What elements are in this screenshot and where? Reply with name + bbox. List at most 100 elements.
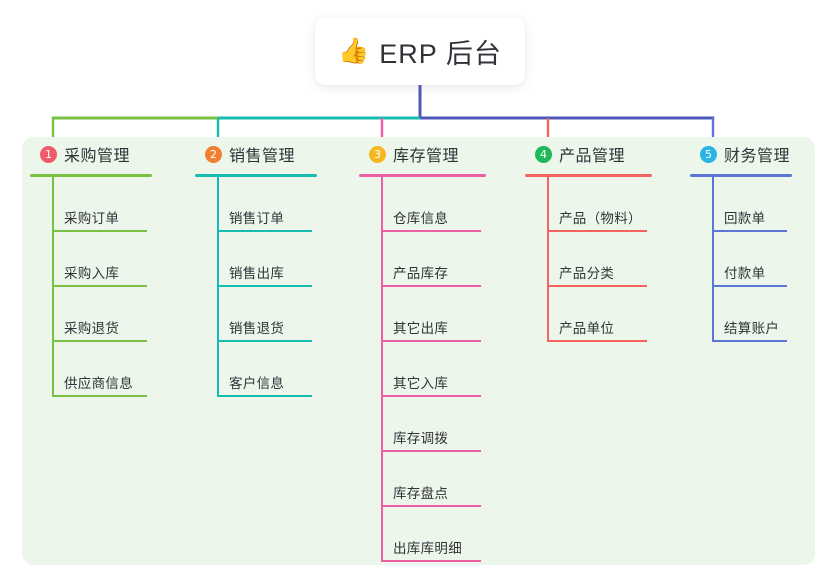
branch-item[interactable]: 库存调拨 <box>359 397 514 452</box>
branch-title-4: 产品管理 <box>559 148 626 165</box>
branch-item-label: 产品分类 <box>559 266 615 281</box>
branch-spine-1 <box>52 177 54 397</box>
branch-item[interactable]: 产品分类 <box>525 232 680 287</box>
branch-item-rule <box>381 285 481 287</box>
branch-item-rule <box>547 230 647 232</box>
branch-item-label: 销售出库 <box>229 266 285 281</box>
branch-title-1: 采购管理 <box>64 148 131 165</box>
branch-item-label: 出库库明细 <box>393 541 462 556</box>
branch-item[interactable]: 出库库明细 <box>359 507 514 562</box>
branch-spine-3 <box>381 177 383 562</box>
branch-item[interactable]: 仓库信息 <box>359 177 514 232</box>
branch-badge-3: 3 <box>369 145 386 163</box>
branch-item-label: 产品单位 <box>559 321 615 336</box>
branch-header-5[interactable]: 5 财务管理 <box>690 137 820 171</box>
branch-item-rule <box>52 285 147 287</box>
branch-item-label: 采购订单 <box>64 211 120 226</box>
branch-item-label: 产品（物料） <box>559 211 642 226</box>
branch-header-rule-1 <box>30 174 152 177</box>
branch-item-label: 库存盘点 <box>393 486 449 501</box>
branch-item-rule <box>52 340 147 342</box>
branch-item-rule <box>381 450 481 452</box>
branch-item-rule <box>712 230 787 232</box>
thumbs-up-icon: 👍 <box>338 37 370 65</box>
branch-spine-5 <box>712 177 714 342</box>
branch-items-4: 产品（物料） 产品分类产品单位 <box>525 177 680 342</box>
branch-item[interactable]: 回款单 <box>690 177 820 232</box>
branch-title-5: 财务管理 <box>724 148 791 165</box>
branch-header-3[interactable]: 3 库存管理 <box>359 137 514 171</box>
branch-item-label: 回款单 <box>724 211 766 226</box>
branch-item-label: 采购退货 <box>64 321 120 336</box>
branch-item-label: 库存调拨 <box>393 431 449 446</box>
branch-item[interactable]: 采购订单 <box>30 177 180 232</box>
branch-items-3: 仓库信息产品库存其它出库其它入库库存调拨库存盘点出库库明细 <box>359 177 514 562</box>
branch-item-rule <box>217 395 312 397</box>
branch-item[interactable]: 供应商信息 <box>30 342 180 397</box>
branch-item-label: 采购入库 <box>64 266 120 281</box>
branch-column-5[interactable]: 5 财务管理回款单付款单结算账户 <box>690 137 820 342</box>
branch-item-rule <box>712 340 787 342</box>
branch-spine-4 <box>547 177 549 342</box>
branch-item-rule <box>381 340 481 342</box>
branch-item-rule <box>547 285 647 287</box>
branch-item[interactable]: 产品单位 <box>525 287 680 342</box>
page-title: ERP 后台 <box>379 39 502 69</box>
branch-item-rule <box>52 230 147 232</box>
branch-header-4[interactable]: 4 产品管理 <box>525 137 680 171</box>
branch-item-label: 其它出库 <box>393 321 449 336</box>
branch-item[interactable]: 其它出库 <box>359 287 514 342</box>
branch-item-rule <box>381 560 481 562</box>
branch-item-label: 其它入库 <box>393 376 449 391</box>
branch-title-3: 库存管理 <box>393 148 460 165</box>
branch-item-rule <box>381 395 481 397</box>
branch-column-3[interactable]: 3 库存管理仓库信息产品库存其它出库其它入库库存调拨库存盘点出库库明细 <box>359 137 514 562</box>
branch-item-rule <box>52 395 147 397</box>
branch-item-label: 结算账户 <box>724 321 780 336</box>
branch-item-label: 产品库存 <box>393 266 449 281</box>
branch-badge-2: 2 <box>205 145 222 163</box>
branch-item[interactable]: 付款单 <box>690 232 820 287</box>
branch-item-rule <box>547 340 647 342</box>
branch-item-label: 仓库信息 <box>393 211 449 226</box>
branch-column-4[interactable]: 4 产品管理产品（物料） 产品分类产品单位 <box>525 137 680 342</box>
branch-header-rule-4 <box>525 174 652 177</box>
branch-item-rule <box>217 285 312 287</box>
branch-item-rule <box>217 340 312 342</box>
branch-items-1: 采购订单采购入库采购退货供应商信息 <box>30 177 180 397</box>
branch-item[interactable]: 采购入库 <box>30 232 180 287</box>
branch-item-rule <box>712 285 787 287</box>
branch-item[interactable]: 销售退货 <box>195 287 345 342</box>
branch-item[interactable]: 其它入库 <box>359 342 514 397</box>
branch-header-rule-2 <box>195 174 317 177</box>
branch-item[interactable]: 销售订单 <box>195 177 345 232</box>
branch-item[interactable]: 销售出库 <box>195 232 345 287</box>
branch-item[interactable]: 客户信息 <box>195 342 345 397</box>
branch-item[interactable]: 产品库存 <box>359 232 514 287</box>
branch-item-rule <box>381 230 481 232</box>
branch-item-rule <box>217 230 312 232</box>
branch-item-label: 客户信息 <box>229 376 285 391</box>
branch-item[interactable]: 库存盘点 <box>359 452 514 507</box>
branch-header-rule-3 <box>359 174 486 177</box>
branch-badge-4: 4 <box>535 145 552 163</box>
branch-item[interactable]: 结算账户 <box>690 287 820 342</box>
branch-item-label: 销售退货 <box>229 321 285 336</box>
root-node-card[interactable]: 👍 ERP 后台 <box>315 18 525 85</box>
branch-item-label: 销售订单 <box>229 211 285 226</box>
branch-item-rule <box>381 505 481 507</box>
branch-header-rule-5 <box>690 174 792 177</box>
branch-badge-5: 5 <box>700 145 717 163</box>
branch-items-2: 销售订单销售出库销售退货客户信息 <box>195 177 345 397</box>
branch-item[interactable]: 产品（物料） <box>525 177 680 232</box>
branch-item[interactable]: 采购退货 <box>30 287 180 342</box>
branch-item-label: 供应商信息 <box>64 376 133 391</box>
branch-items-5: 回款单付款单结算账户 <box>690 177 820 342</box>
